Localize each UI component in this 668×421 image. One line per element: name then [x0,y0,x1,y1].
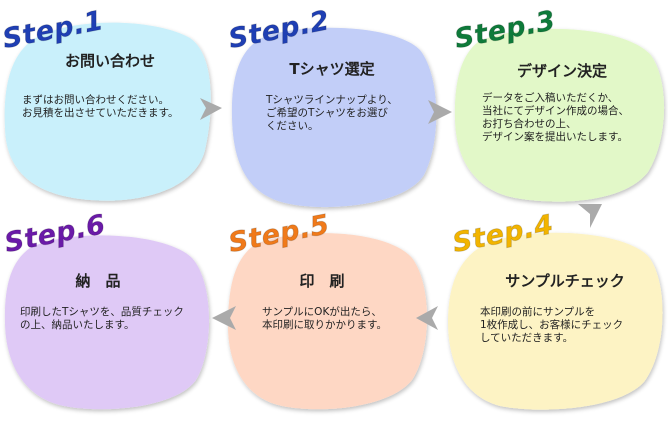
step6-description: 印刷したTシャツを、品質チェック の上、納品いたします。 [20,306,184,331]
step2-bubble [231,27,437,208]
step4-description: 本印刷の前にサンプルを 1枚作成し、お客様にチェック していただきます。 [480,306,624,344]
step3-description: データをご入稿いただくか、 当社にてデザイン作成の場合、 お打ち合わせの上、 デ… [482,92,629,143]
arrow-3-to-4 [578,204,602,228]
step5-title: 印 刷 [299,272,345,290]
step4-title: サンプルチェック [505,272,625,290]
step6-title: 納 品 [75,272,121,290]
arrow-4-to-5 [416,306,438,330]
step2-description: Tシャツラインナップより、 ご希望のTシャツをお選び ください。 [266,94,398,132]
arrow-2-to-3 [428,100,452,124]
step5-description: サンプルにOKが出たら、 本印刷に取りかかります。 [262,306,387,331]
arrow-1-to-2 [200,98,222,120]
arrow-5-to-6 [212,306,236,330]
step1-description: まずはお問い合わせください。 お見積を出させていただきます。 [22,94,179,119]
step5-bubble [228,233,427,410]
step4-bubble [448,232,663,410]
step1-bubble [4,22,211,201]
step3-bubble [454,28,665,202]
step2-title: Tシャツ選定 [289,60,375,78]
step3-title: デザイン決定 [516,62,607,80]
step1-title: お問い合わせ [64,52,155,70]
step6-bubble [4,235,210,410]
